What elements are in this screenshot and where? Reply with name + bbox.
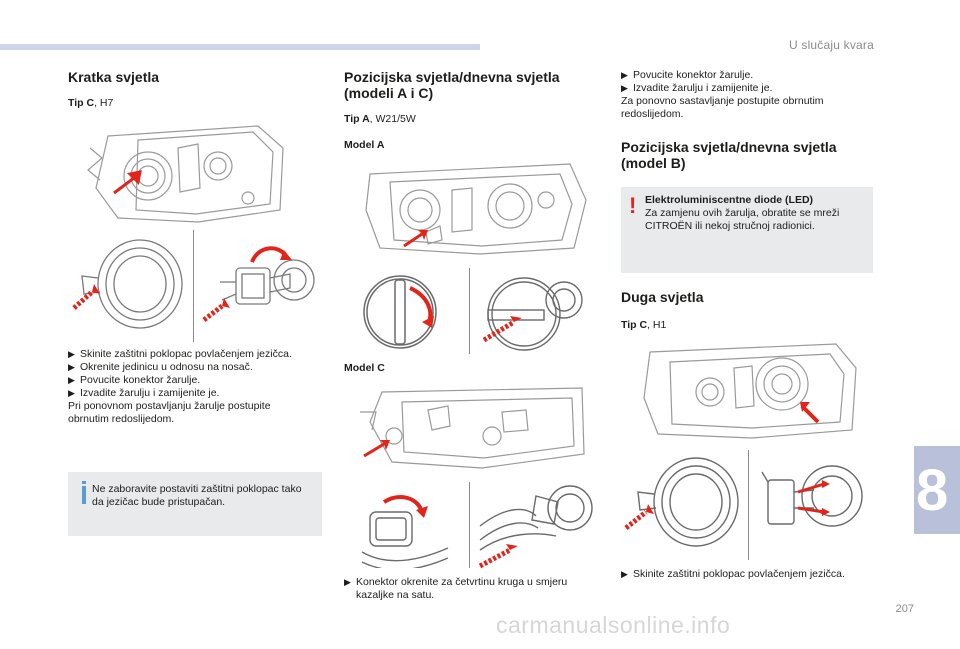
led-warning-box: ! Elektroluminiscentne diode (LED) Za za… (621, 187, 873, 273)
step-item: ▶Izvadite žarulju i zamijenite je. (68, 387, 220, 399)
position-lights-ac-heading: Pozicijska svjetla/dnevna svjetla (model… (344, 69, 560, 101)
section-title: U slučaju kvara (788, 38, 874, 52)
right-arrow-icon: ▶ (344, 577, 351, 587)
bulb-type-label: Tip C (621, 319, 648, 331)
position-lights-steps: ▶Konektor okrenite za četvrtinu kruga u … (344, 576, 594, 602)
illustration-divider (469, 482, 470, 568)
high-beam-bulb-type: Tip C, H1 (621, 319, 666, 332)
step-item: ▶Povucite konektor žarulje. (68, 374, 201, 386)
step-item: ▶Izvadite žarulju i zamijenite je. (621, 82, 773, 94)
low-beam-heading: Kratka svjetla (68, 69, 160, 85)
illustration-divider (748, 450, 749, 560)
right-arrow-icon: ▶ (68, 362, 75, 372)
step-item: ▶Skinite zaštitni poklopac povlačenjem j… (621, 568, 845, 580)
step-item: ▶Konektor okrenite za četvrtinu kruga u … (344, 576, 568, 601)
header-bar (0, 44, 480, 50)
low-beam-steps: ▶Skinite zaštitni poklopac povlačenjem j… (68, 348, 308, 426)
low-beam-bulb-type: Tip C, H7 (68, 97, 113, 110)
warning-body: Za zamjenu ovih žarulja, obratite se mre… (645, 207, 840, 232)
watermark: carmanualsonline.info (496, 612, 731, 638)
right-arrow-icon: ▶ (68, 388, 75, 398)
right-arrow-icon: ▶ (621, 70, 628, 80)
step-item: ▶Okrenite jedinicu u odnosu na nosač. (68, 361, 253, 373)
bulb-type-label: Tip A (344, 113, 370, 125)
headlamp-illustration-high-beam (640, 338, 862, 442)
bulb-type-value: , H7 (94, 97, 114, 109)
warning-title: Elektroluminiscentne diode (LED) (645, 194, 814, 206)
bulb-type-value: , H1 (647, 319, 667, 331)
right-arrow-icon: ▶ (621, 569, 628, 579)
high-beam-heading: Duga svjetla (621, 289, 704, 305)
chapter-number: 8 (916, 457, 949, 523)
headlamp-illustration-model-c (352, 382, 590, 474)
bulb-connector-illustration-high (754, 452, 866, 552)
illustration-divider (193, 230, 194, 342)
position-lights-b-heading: Pozicijska svjetla/dnevna svjetla (model… (621, 139, 837, 171)
step-item: ▶Skinite zaštitni poklopac povlačenjem j… (68, 348, 292, 360)
chapter-tab: 8 (914, 446, 960, 534)
page-number: 207 (895, 603, 914, 615)
position-lights-bulb-type: Tip A, W21/5W (344, 113, 416, 126)
protective-cover-illustration-high (620, 452, 740, 552)
connector-pull-illustration-c (476, 476, 594, 570)
bulb-connector-illustration (200, 234, 318, 334)
right-arrow-icon: ▶ (68, 375, 75, 385)
step-item: ▶Povucite konektor žarulje. (621, 69, 754, 81)
exclamation-icon: ! (629, 193, 637, 218)
headlamp-illustration-model-a (360, 160, 590, 258)
connector-rotate-illustration-a (352, 268, 452, 352)
reassembly-note: Pri ponovnom postavljanju žarulje postup… (68, 400, 271, 425)
headlamp-illustration-low-beam (78, 118, 288, 230)
note-text: Ne zaboravite postaviti zaštitni poklopa… (92, 483, 302, 508)
bulb-type-value: , W21/5W (369, 113, 416, 125)
cover-reminder-note: Ne zaboravite postaviti zaštitni poklopa… (68, 472, 322, 536)
right-arrow-icon: ▶ (621, 83, 628, 93)
info-icon (82, 481, 86, 504)
bulb-type-label: Tip C (68, 97, 95, 109)
high-beam-steps: ▶Skinite zaštitni poklopac povlačenjem j… (621, 568, 871, 581)
warning-text: Elektroluminiscentne diode (LED) Za zamj… (645, 194, 869, 233)
model-a-label: Model A (344, 139, 385, 151)
right-arrow-icon: ▶ (68, 349, 75, 359)
model-c-label: Model C (344, 362, 385, 374)
connector-pull-illustration-a (478, 268, 590, 354)
reassembly-note: Za ponovno sastavljanje postupite obrnut… (621, 95, 824, 120)
protective-cover-illustration (68, 234, 186, 334)
connector-rotate-illustration-c (356, 482, 456, 568)
illustration-divider (469, 268, 470, 354)
position-lights-steps-cont: ▶Povucite konektor žarulje. ▶Izvadite ža… (621, 69, 871, 121)
